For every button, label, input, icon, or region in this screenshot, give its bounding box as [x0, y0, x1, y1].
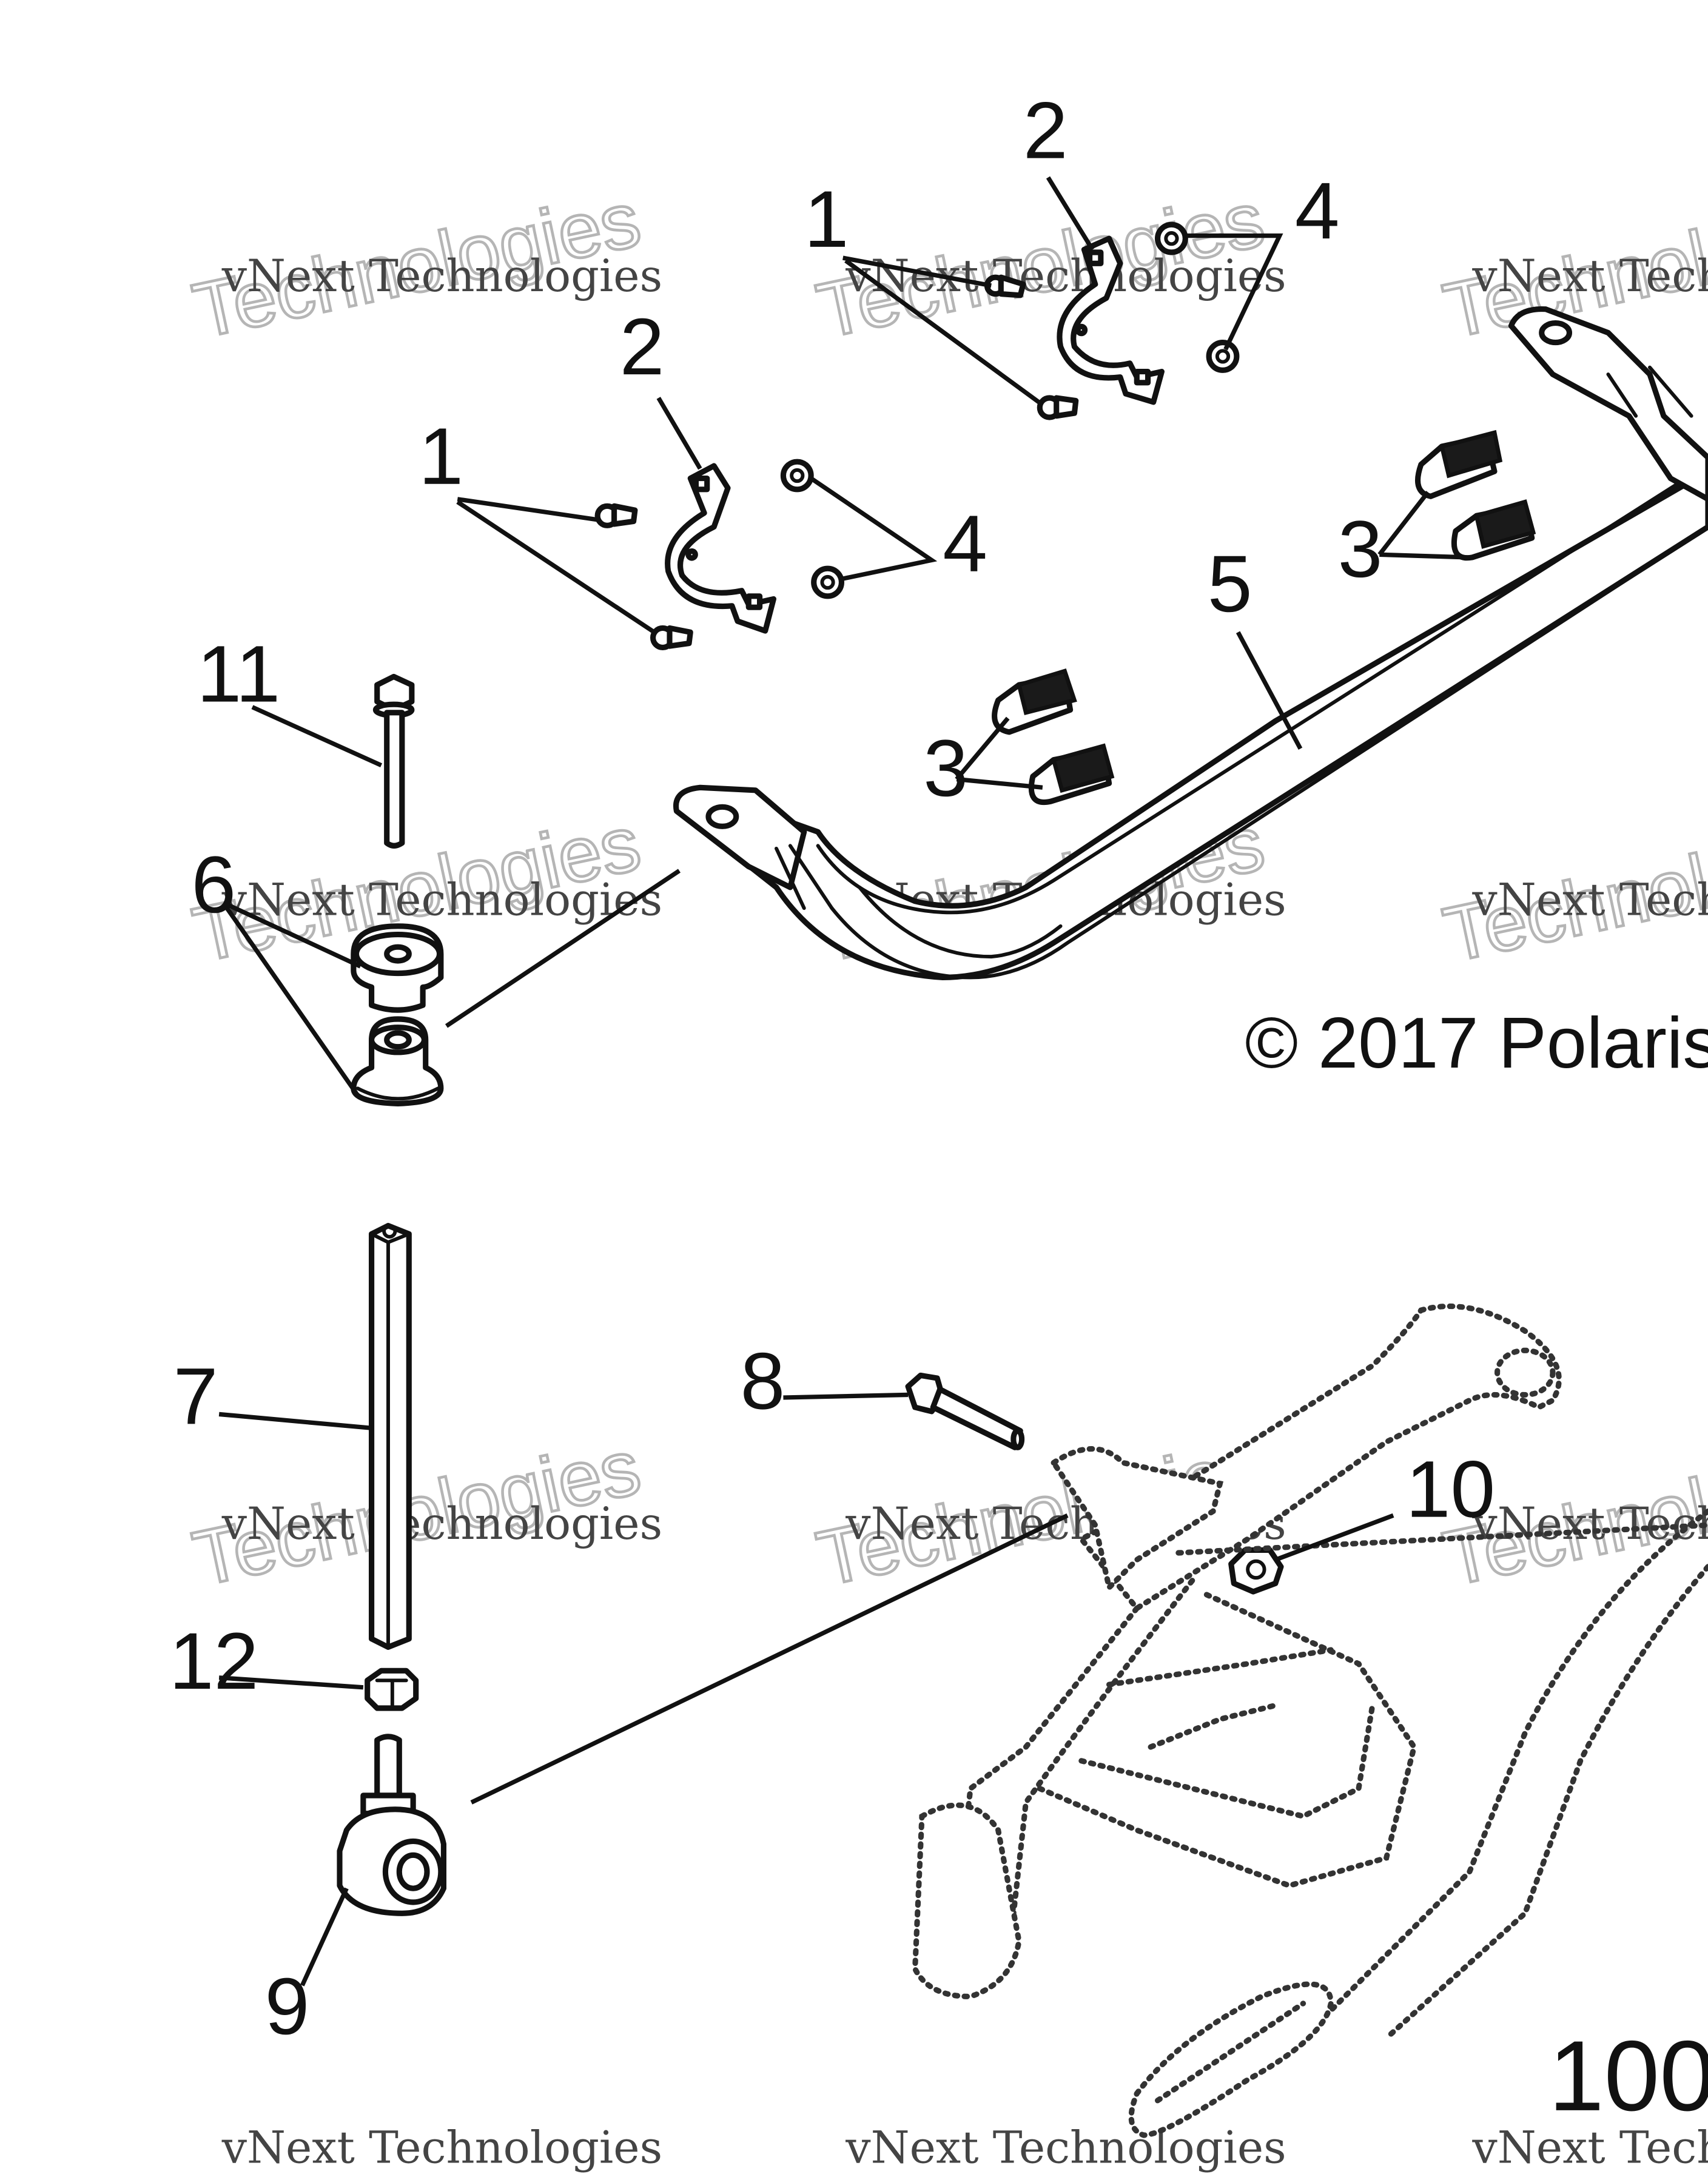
hex-nut	[365, 1668, 419, 1711]
rubber-bushing	[351, 1016, 444, 1106]
callout-3: 3	[923, 724, 968, 813]
watermark: vNext Technologies	[845, 2122, 1286, 2174]
callout-12: 12	[169, 1617, 258, 1706]
nut	[1155, 221, 1188, 255]
svg-text:vNext Technologies: vNext Technologies	[221, 251, 662, 302]
callout-2: 2	[620, 302, 665, 392]
leader-lines	[218, 176, 1467, 1987]
bolt	[594, 503, 638, 528]
callout-11: 11	[197, 630, 281, 719]
callout-2: 2	[1023, 86, 1068, 176]
bolt	[1037, 395, 1079, 420]
bushing	[1028, 743, 1115, 806]
callout-3: 3	[1338, 505, 1383, 594]
bushing	[1451, 499, 1536, 561]
svg-text:vNext Technologies: vNext Technologies	[1471, 2122, 1708, 2174]
watermark: Technologies vNext Technologies	[185, 174, 663, 356]
hex-link-rod	[369, 1222, 412, 1650]
figure-number: 100809	[1548, 2020, 1708, 2132]
svg-text:vNext Technologies: vNext Technologies	[845, 2122, 1286, 2174]
frame-assembly	[912, 1303, 1708, 2138]
watermark: Technologies vNext Technologies	[1435, 798, 1708, 980]
nut	[780, 459, 814, 493]
svg-text:vNext Technologies: vNext Technologies	[221, 1498, 662, 1550]
callouts: 1 1 2 2 3 3 4 4 5 6 7 8 9 10 11 12	[169, 86, 1495, 2052]
ball-joint	[337, 1734, 446, 1916]
callout-5: 5	[1208, 539, 1252, 629]
clamp-bracket	[665, 463, 776, 634]
flange-nut	[1228, 1547, 1284, 1595]
callout-4: 4	[943, 499, 987, 589]
callout-8: 8	[741, 1336, 785, 1426]
long-bolt	[372, 673, 415, 849]
clamp-bracket	[1057, 235, 1165, 405]
watermark: Technologies vNext Technologies	[185, 1422, 663, 1604]
svg-text:vNext Technologies: vNext Technologies	[221, 875, 662, 926]
svg-text:vNext Technologies: vNext Technologies	[221, 2122, 662, 2174]
stabilizer-bar	[673, 306, 1708, 980]
callout-6: 6	[191, 840, 236, 930]
bolt	[984, 274, 1026, 298]
callout-1: 1	[419, 412, 463, 502]
bolt	[650, 625, 693, 650]
copyright-notice: © 2017 Polaris Industries Inc	[1245, 1003, 1708, 1083]
nut	[811, 565, 844, 599]
mount-bolt	[905, 1372, 1025, 1450]
svg-text:vNext Technologies: vNext Technologies	[1471, 875, 1708, 926]
callout-10: 10	[1406, 1445, 1495, 1535]
bushing	[1414, 429, 1503, 499]
svg-text:vNext Technologies: vNext Technologies	[845, 251, 1286, 302]
callout-7: 7	[173, 1351, 218, 1441]
callout-1: 1	[804, 175, 849, 264]
watermark: vNext Technologies	[1471, 2122, 1708, 2174]
callout-9: 9	[265, 1962, 310, 2051]
callout-4: 4	[1295, 166, 1340, 256]
rubber-bushing	[351, 923, 444, 1013]
svg-text:vNext Technologies: vNext Technologies	[1471, 251, 1708, 302]
nut	[1206, 340, 1240, 373]
watermark: vNext Technologies	[221, 2122, 662, 2174]
